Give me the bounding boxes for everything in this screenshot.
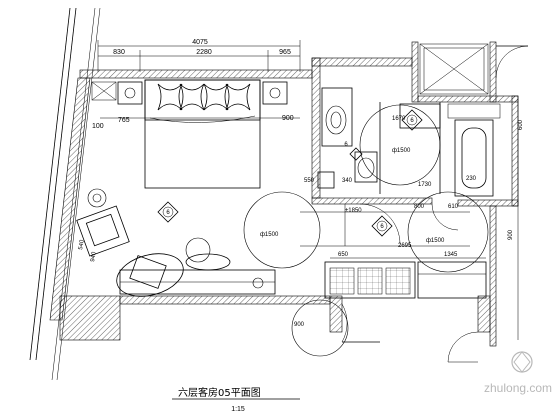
dim-340: 340 <box>342 178 353 184</box>
dim-550: 550 <box>304 178 315 184</box>
wardrobe <box>324 261 487 299</box>
dim-900-right: 900 <box>508 229 514 240</box>
tv-cabinet <box>119 269 276 295</box>
svg-text:6: 6 <box>410 118 414 124</box>
drawing-scale: 1:15 <box>231 406 245 413</box>
svg-text:6: 6 <box>380 224 384 230</box>
dim-540: 540 <box>78 239 86 251</box>
top-dimensions: 4075 830 2280 965 <box>97 39 301 72</box>
svg-text:6: 6 <box>344 142 348 148</box>
dim-900-door: 900 <box>294 322 305 328</box>
drawing-title: 六层客房05平面图 <box>178 386 261 399</box>
dim-1345: 1345 <box>444 252 458 258</box>
dim-800: 800 <box>414 204 425 210</box>
interior-doors <box>341 203 479 363</box>
dim-phi1500-bath: ф1500 <box>392 148 411 154</box>
desk[interactable] <box>112 237 231 303</box>
dim-1670: 1670 <box>392 116 406 122</box>
bed[interactable] <box>144 79 261 189</box>
dim-965: 965 <box>279 49 291 56</box>
elevation-tag-corridor: 6 <box>371 215 393 237</box>
pillow-icon <box>157 83 251 111</box>
armchair[interactable] <box>76 188 130 257</box>
room-dimensions: 1670 ф1500 1730 550 340 ±1850 800 610 23… <box>78 116 524 328</box>
dim-940: 940 <box>90 251 98 263</box>
dim-2280: 2280 <box>196 49 212 56</box>
watermark-logo: zhulong.com <box>484 351 552 395</box>
dim-830: 830 <box>113 49 125 56</box>
dim-100: 100 <box>92 123 104 130</box>
dim-650: 650 <box>338 252 349 258</box>
service-shaft <box>419 43 489 95</box>
watermark-text: zhulong.com <box>484 381 552 395</box>
dim-900-bed: 900 <box>282 115 294 122</box>
dim-600-right: 600 <box>518 119 524 130</box>
entry-door <box>495 45 529 340</box>
elevation-tag-bedroom: 6 <box>157 201 179 223</box>
dim-1850: ±1850 <box>345 208 362 214</box>
title-block: 六层客房05平面图 1:15 <box>172 386 300 413</box>
dim-610: 610 <box>448 204 459 210</box>
dim-phi1500-right: ф1500 <box>426 238 445 244</box>
dim-overall: 4075 <box>192 39 208 46</box>
svg-text:6: 6 <box>166 210 170 216</box>
walls <box>59 41 519 347</box>
elevation-tag-bath-small: 6 <box>344 142 363 161</box>
dim-230: 230 <box>466 176 477 182</box>
turning-circles <box>243 104 489 357</box>
dim-1730: 1730 <box>418 182 432 188</box>
elevation-tag-bath: 6 <box>401 109 423 131</box>
dim-phi1500-room: ф1500 <box>260 232 279 238</box>
nightstands <box>91 81 288 105</box>
dim-765: 765 <box>118 117 130 124</box>
